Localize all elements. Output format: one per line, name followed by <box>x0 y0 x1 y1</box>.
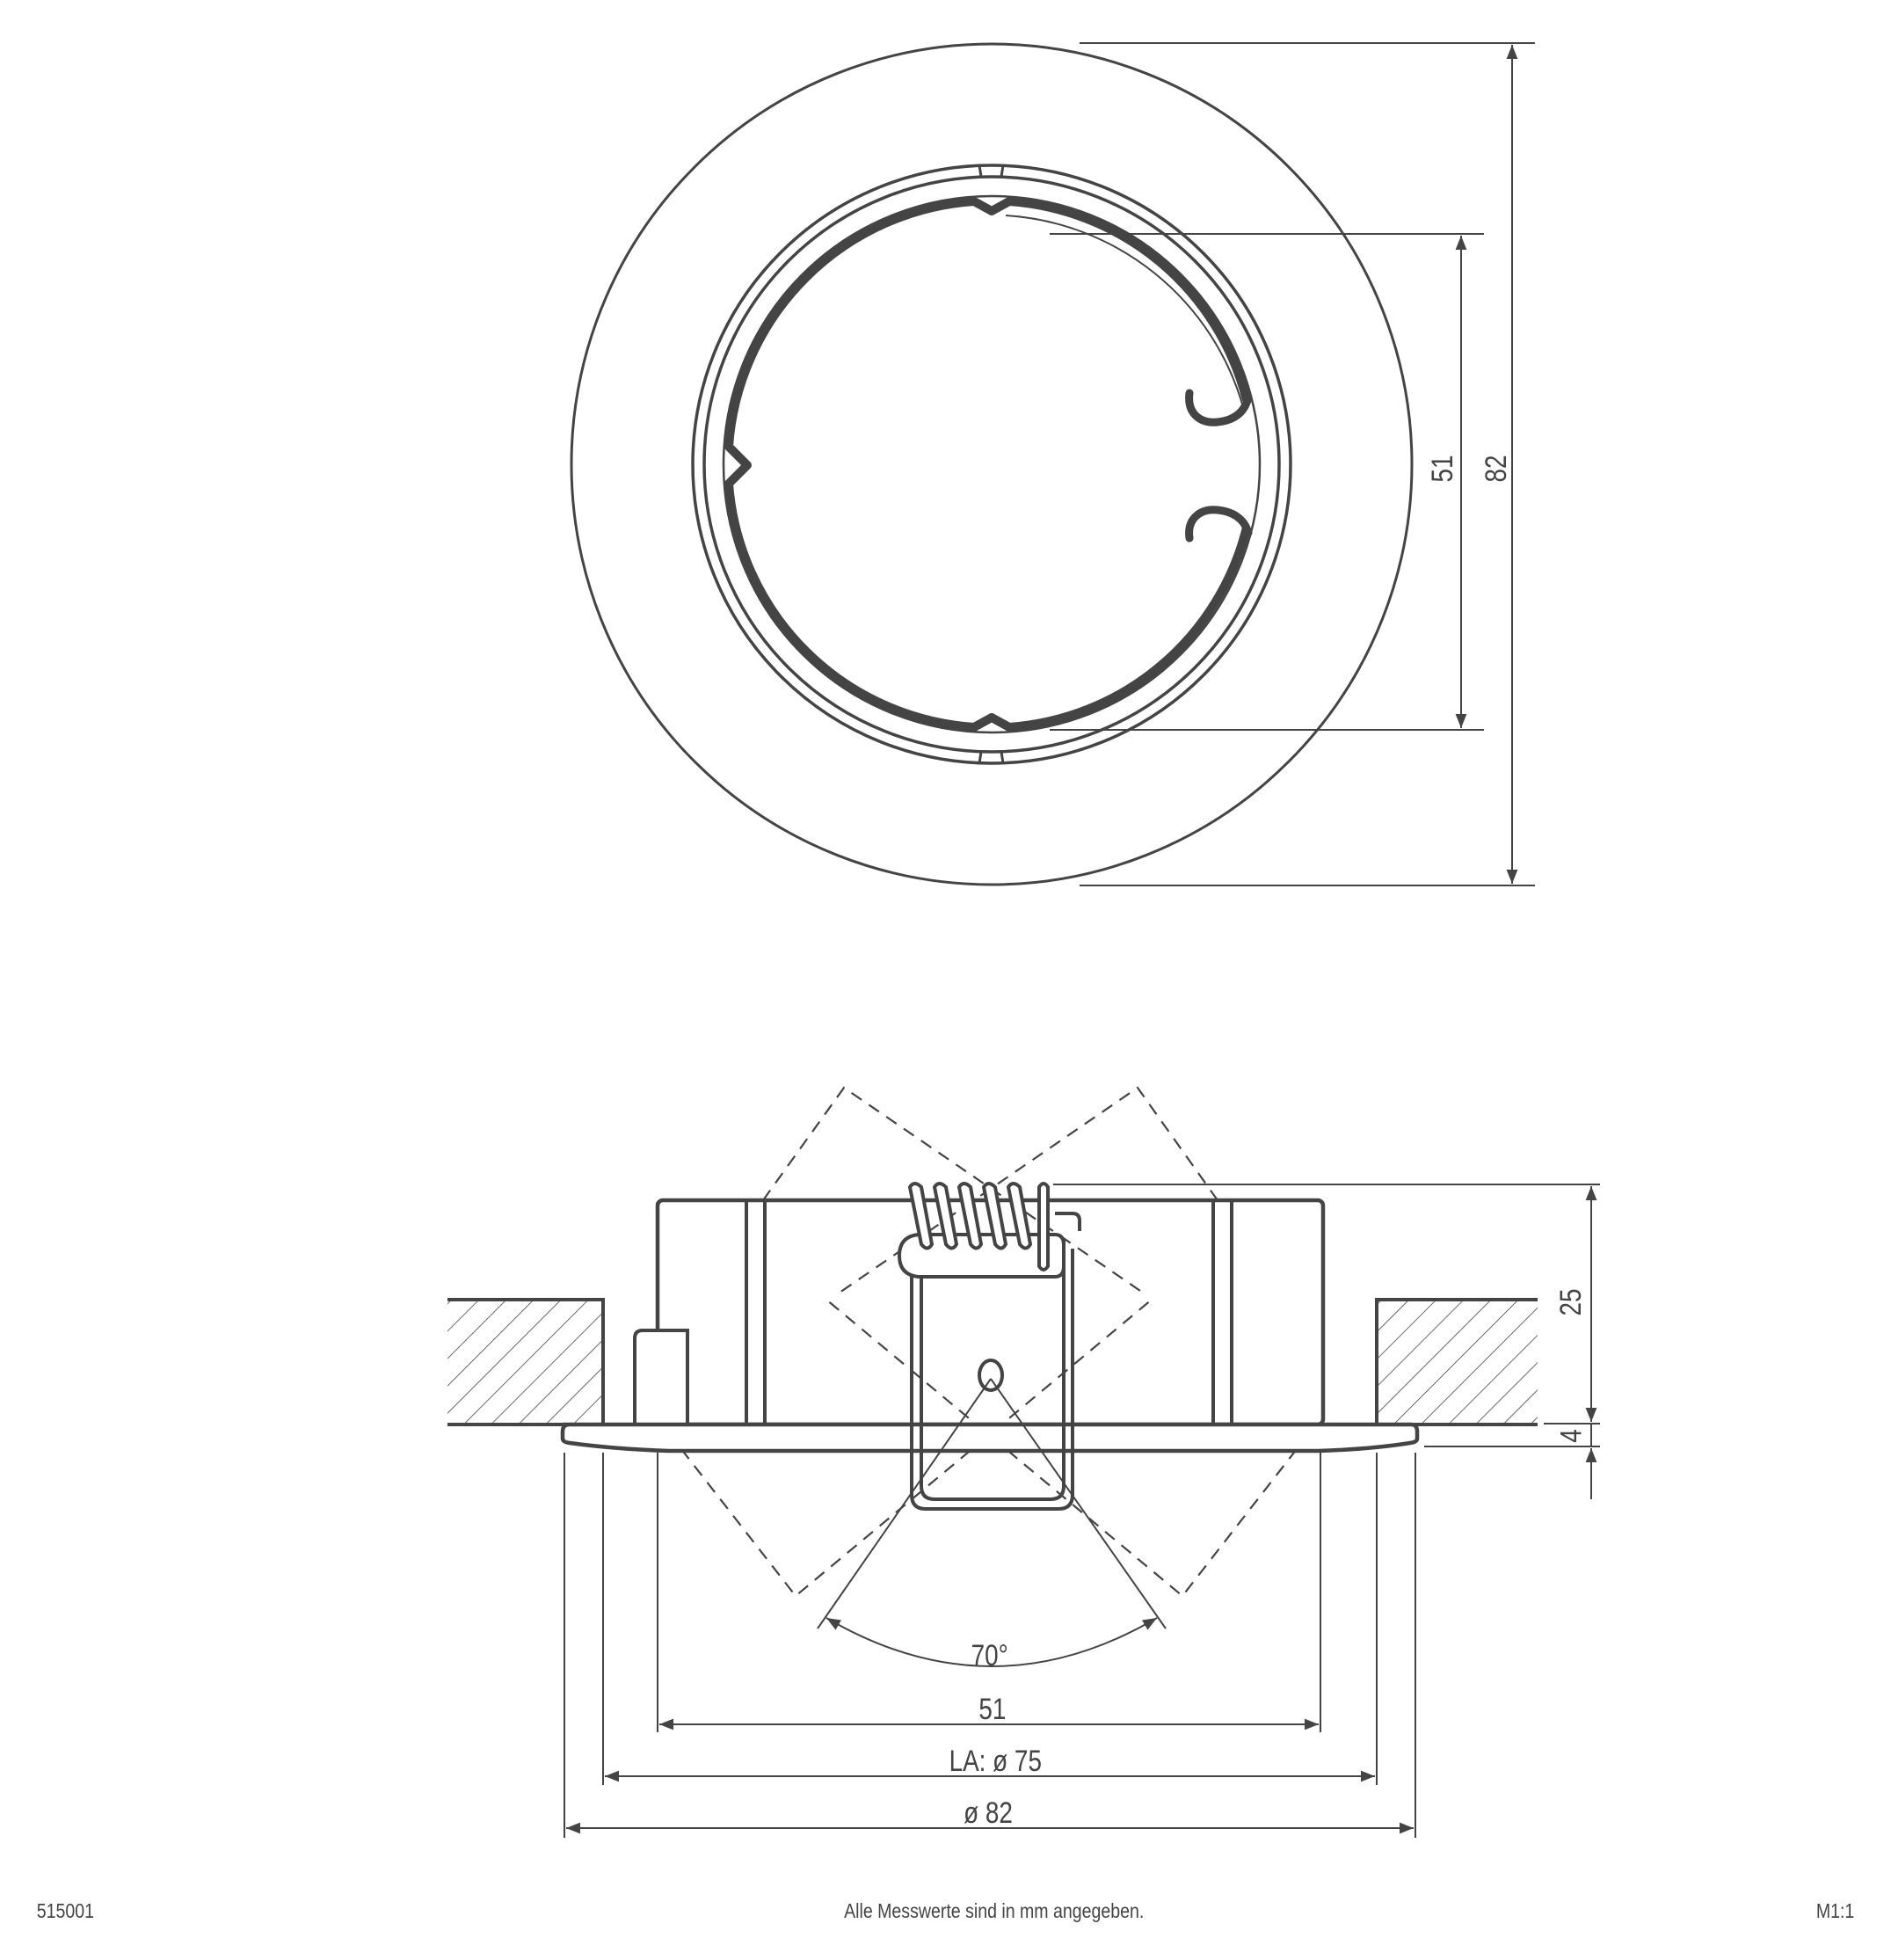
bracket <box>910 1249 1074 1511</box>
scale-label: M1:1 <box>1815 1899 1855 1922</box>
dim-label-diameter-82: ø 82 <box>964 1796 1013 1830</box>
flange <box>560 1422 1420 1454</box>
units-note: Alle Messwerte sind in mm angegeben. <box>844 1899 1145 1922</box>
outer-flange-circle <box>570 42 1414 886</box>
retaining-ring <box>724 197 1251 732</box>
dim-label-51-side: 51 <box>978 1693 1007 1726</box>
ceiling-left <box>447 1300 603 1424</box>
dim-label-4: 4 <box>1554 1429 1589 1443</box>
dim-label-70deg: 70° <box>971 1639 1008 1672</box>
ring-second <box>702 175 1281 754</box>
top-view <box>570 42 1535 886</box>
spring-hook-upper <box>1185 389 1253 426</box>
article-number: 515001 <box>36 1899 94 1922</box>
ring-outer <box>691 164 1292 765</box>
spring-hook-lower <box>1185 506 1253 543</box>
dim-label-82-top: 82 <box>1479 455 1513 483</box>
dim-label-51-top: 51 <box>1425 455 1459 483</box>
side-view <box>447 1086 1600 1838</box>
dim-label-25: 25 <box>1553 1288 1588 1316</box>
pivot <box>978 1359 1004 1392</box>
dim-label-cutout-75: LA: ø 75 <box>949 1745 1042 1778</box>
spring-coils <box>907 1182 1050 1271</box>
ceiling-right <box>1377 1300 1538 1424</box>
